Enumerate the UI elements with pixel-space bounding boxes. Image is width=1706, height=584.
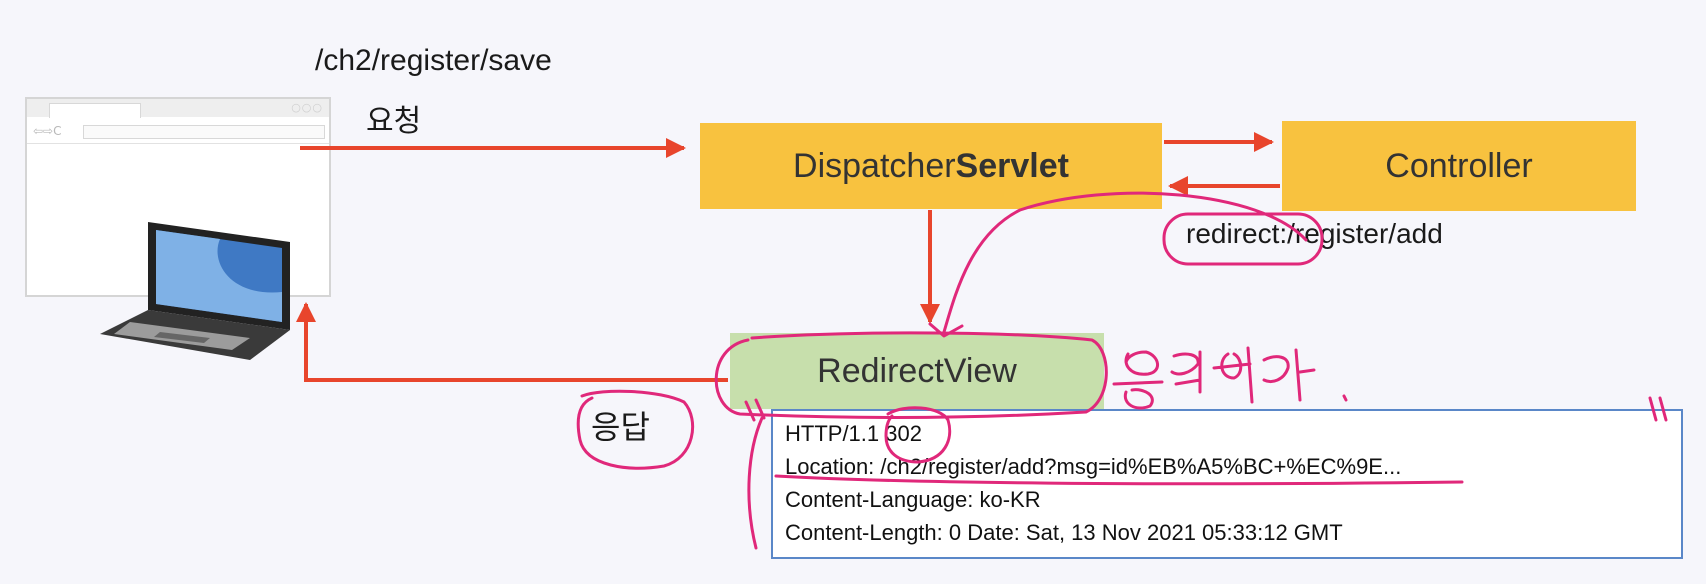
controller-label: Controller: [1385, 146, 1533, 185]
redirect-view-box: RedirectView: [730, 333, 1104, 409]
location-underline: [774, 474, 1464, 486]
browser-tab: [49, 103, 141, 118]
response-label: 응답: [591, 408, 650, 446]
request-url-label: /ch2/register/save: [315, 44, 552, 77]
window-controls-icon: ○○○: [291, 101, 323, 114]
handwritten-response-header: [1112, 346, 1348, 410]
browser-url-bar: ⇦⇨C: [27, 121, 329, 144]
request-label: 요청: [366, 104, 422, 139]
browser-window-icon: ○○○ ⇦⇨C: [25, 97, 331, 297]
redirect-return-label: redirect:/register/add: [1186, 218, 1443, 249]
content-length-line: Content-Length: 0 Date: Sat, 13 Nov 2021…: [785, 520, 1343, 545]
redirect-circle: [1162, 212, 1324, 266]
redirect-view-label: RedirectView: [817, 351, 1017, 390]
dispatcher-label: Dispatcher: [793, 146, 956, 185]
status-code-circle: [884, 406, 952, 464]
content-language-line: Content-Language: ko-KR: [785, 487, 1041, 512]
status-line: HTTP/1.1 302: [785, 421, 922, 446]
browser-tab-bar: ○○○: [27, 99, 329, 118]
redirect-view-oval: [714, 331, 1108, 419]
servlet-label: Servlet: [955, 146, 1069, 185]
response-arrow: [296, 302, 728, 382]
location-line: Location: /ch2/register/add?msg=id%EB%A5…: [785, 454, 1402, 479]
handwritten-annotations: [576, 191, 1668, 550]
laptop-icon: [100, 222, 290, 360]
nav-arrows-icon: ⇦⇨C: [33, 124, 62, 138]
redirect-curve: [942, 191, 1308, 334]
controller-box: Controller: [1282, 121, 1636, 211]
response-circle: [576, 389, 695, 470]
url-field: [83, 125, 325, 139]
header-bracket: [747, 416, 764, 550]
